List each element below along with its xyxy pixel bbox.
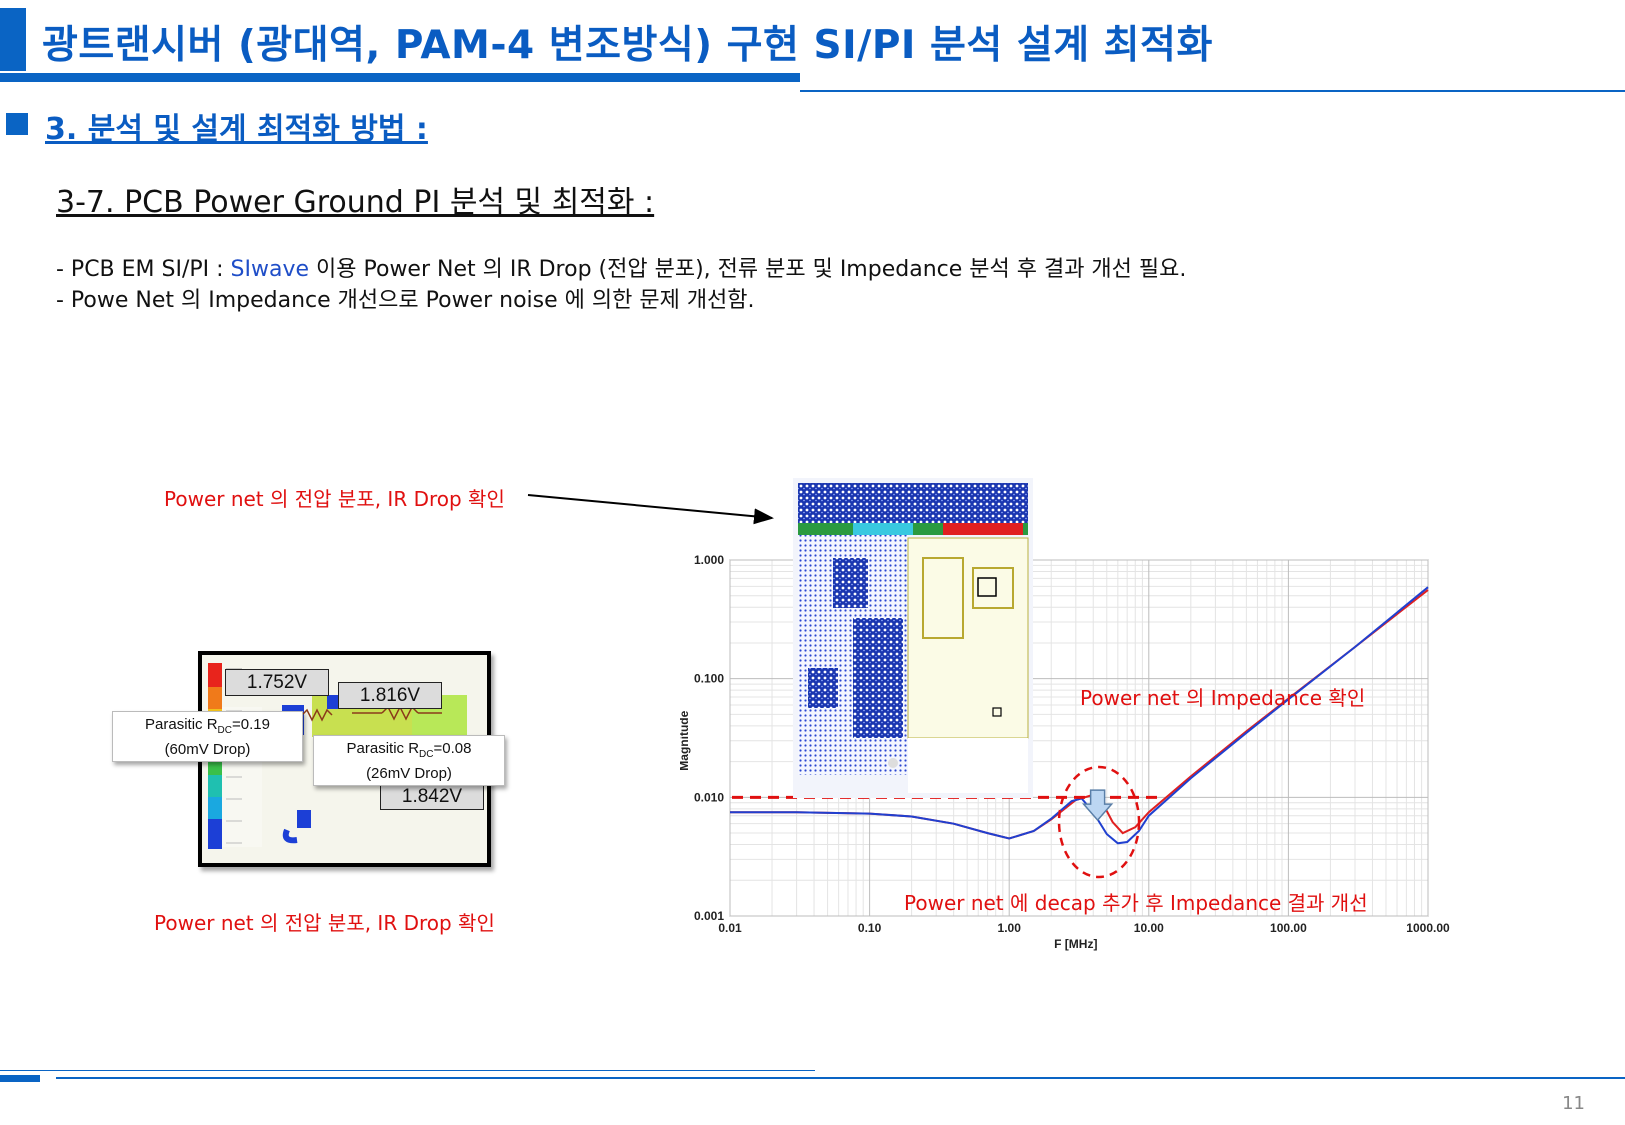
footer-accent	[0, 1075, 40, 1082]
section-heading: 3. 분석 및 설계 최적화 방법 :	[45, 112, 428, 147]
x-tick-label: 1000.00	[1406, 921, 1450, 935]
page-number: 11	[1562, 1093, 1585, 1114]
voltage-tag-1: 1.752V	[225, 669, 329, 696]
x-tick-label: 0.01	[718, 921, 742, 935]
x-tick-label: 1.00	[998, 921, 1022, 935]
pcb-layout-graphic	[793, 478, 1033, 798]
bullet-1-suffix: 이용 Power Net 의 IR Drop (전압 분포), 전류 분포 및 …	[309, 257, 1187, 282]
siwave-highlight: SIwave	[230, 257, 310, 282]
decap-label: Power net 에 decap 추가 후 Impedance 결과 개선	[904, 891, 1368, 915]
title-accent-bar	[0, 8, 26, 71]
parasitic-2-label: Parasitic R	[346, 740, 420, 757]
improvement-highlight-ellipse	[1057, 765, 1141, 879]
parasitic-2-sub: DC	[419, 749, 434, 760]
parasitic-2-drop: (26mV Drop)	[366, 765, 452, 782]
bullet-line-2: - Powe Net 의 Impedance 개선으로 Power noise …	[56, 288, 755, 313]
ir-drop-label-top: Power net 의 전압 분포, IR Drop 확인	[164, 487, 505, 511]
voltage-tag-2: 1.816V	[338, 682, 442, 709]
down-arrow-icon	[1081, 789, 1114, 822]
pointer-arrow	[527, 494, 774, 525]
section-bullet-square	[6, 113, 28, 135]
x-tick-label: 0.10	[858, 921, 882, 935]
page-title: 광트랜시버 (광대역, PAM-4 변조방식) 구현 SI/PI 분석 설계 최…	[42, 23, 1213, 68]
parasitic-1-value: =0.19	[232, 716, 270, 733]
voltage-tag-3: 1.842V	[380, 783, 484, 810]
y-tick-label: 0.010	[694, 790, 724, 804]
parasitic-callout-1: Parasitic RDC=0.19 (60mV Drop)	[112, 711, 303, 762]
ir-drop-label-bottom: Power net 의 전압 분포, IR Drop 확인	[154, 911, 495, 935]
parasitic-callout-2: Parasitic RDC=0.08 (26mV Drop)	[313, 735, 505, 786]
bullet-1-prefix: - PCB EM SI/PI :	[56, 257, 231, 282]
title-underline-thick	[0, 73, 800, 82]
x-tick-label: 100.00	[1270, 921, 1307, 935]
title-underline-thin	[800, 90, 1625, 92]
y-tick-label: 0.001	[694, 909, 724, 923]
bullet-line-1: - PCB EM SI/PI : SIwave 이용 Power Net 의 I…	[56, 251, 1186, 283]
pcb-layout-image	[793, 478, 1033, 798]
parasitic-1-label: Parasitic R	[145, 716, 218, 733]
x-axis-label: F [MHz]	[1054, 937, 1097, 951]
parasitic-2-value: =0.08	[433, 740, 472, 757]
parasitic-1-drop: (60mV Drop)	[164, 741, 251, 758]
footer-line-bottom	[56, 1077, 1625, 1079]
footer-line-top	[0, 1070, 815, 1071]
y-tick-label: 0.100	[694, 672, 724, 686]
y-tick-label: 1.000	[694, 553, 724, 567]
y-axis-label: Magnitude	[680, 710, 691, 770]
parasitic-1-sub: DC	[217, 725, 232, 736]
impedance-label: Power net 의 Impedance 확인	[1080, 686, 1366, 710]
x-tick-label: 10.00	[1134, 921, 1164, 935]
subsection-heading: 3-7. PCB Power Ground PI 분석 및 최적화 :	[56, 185, 655, 220]
